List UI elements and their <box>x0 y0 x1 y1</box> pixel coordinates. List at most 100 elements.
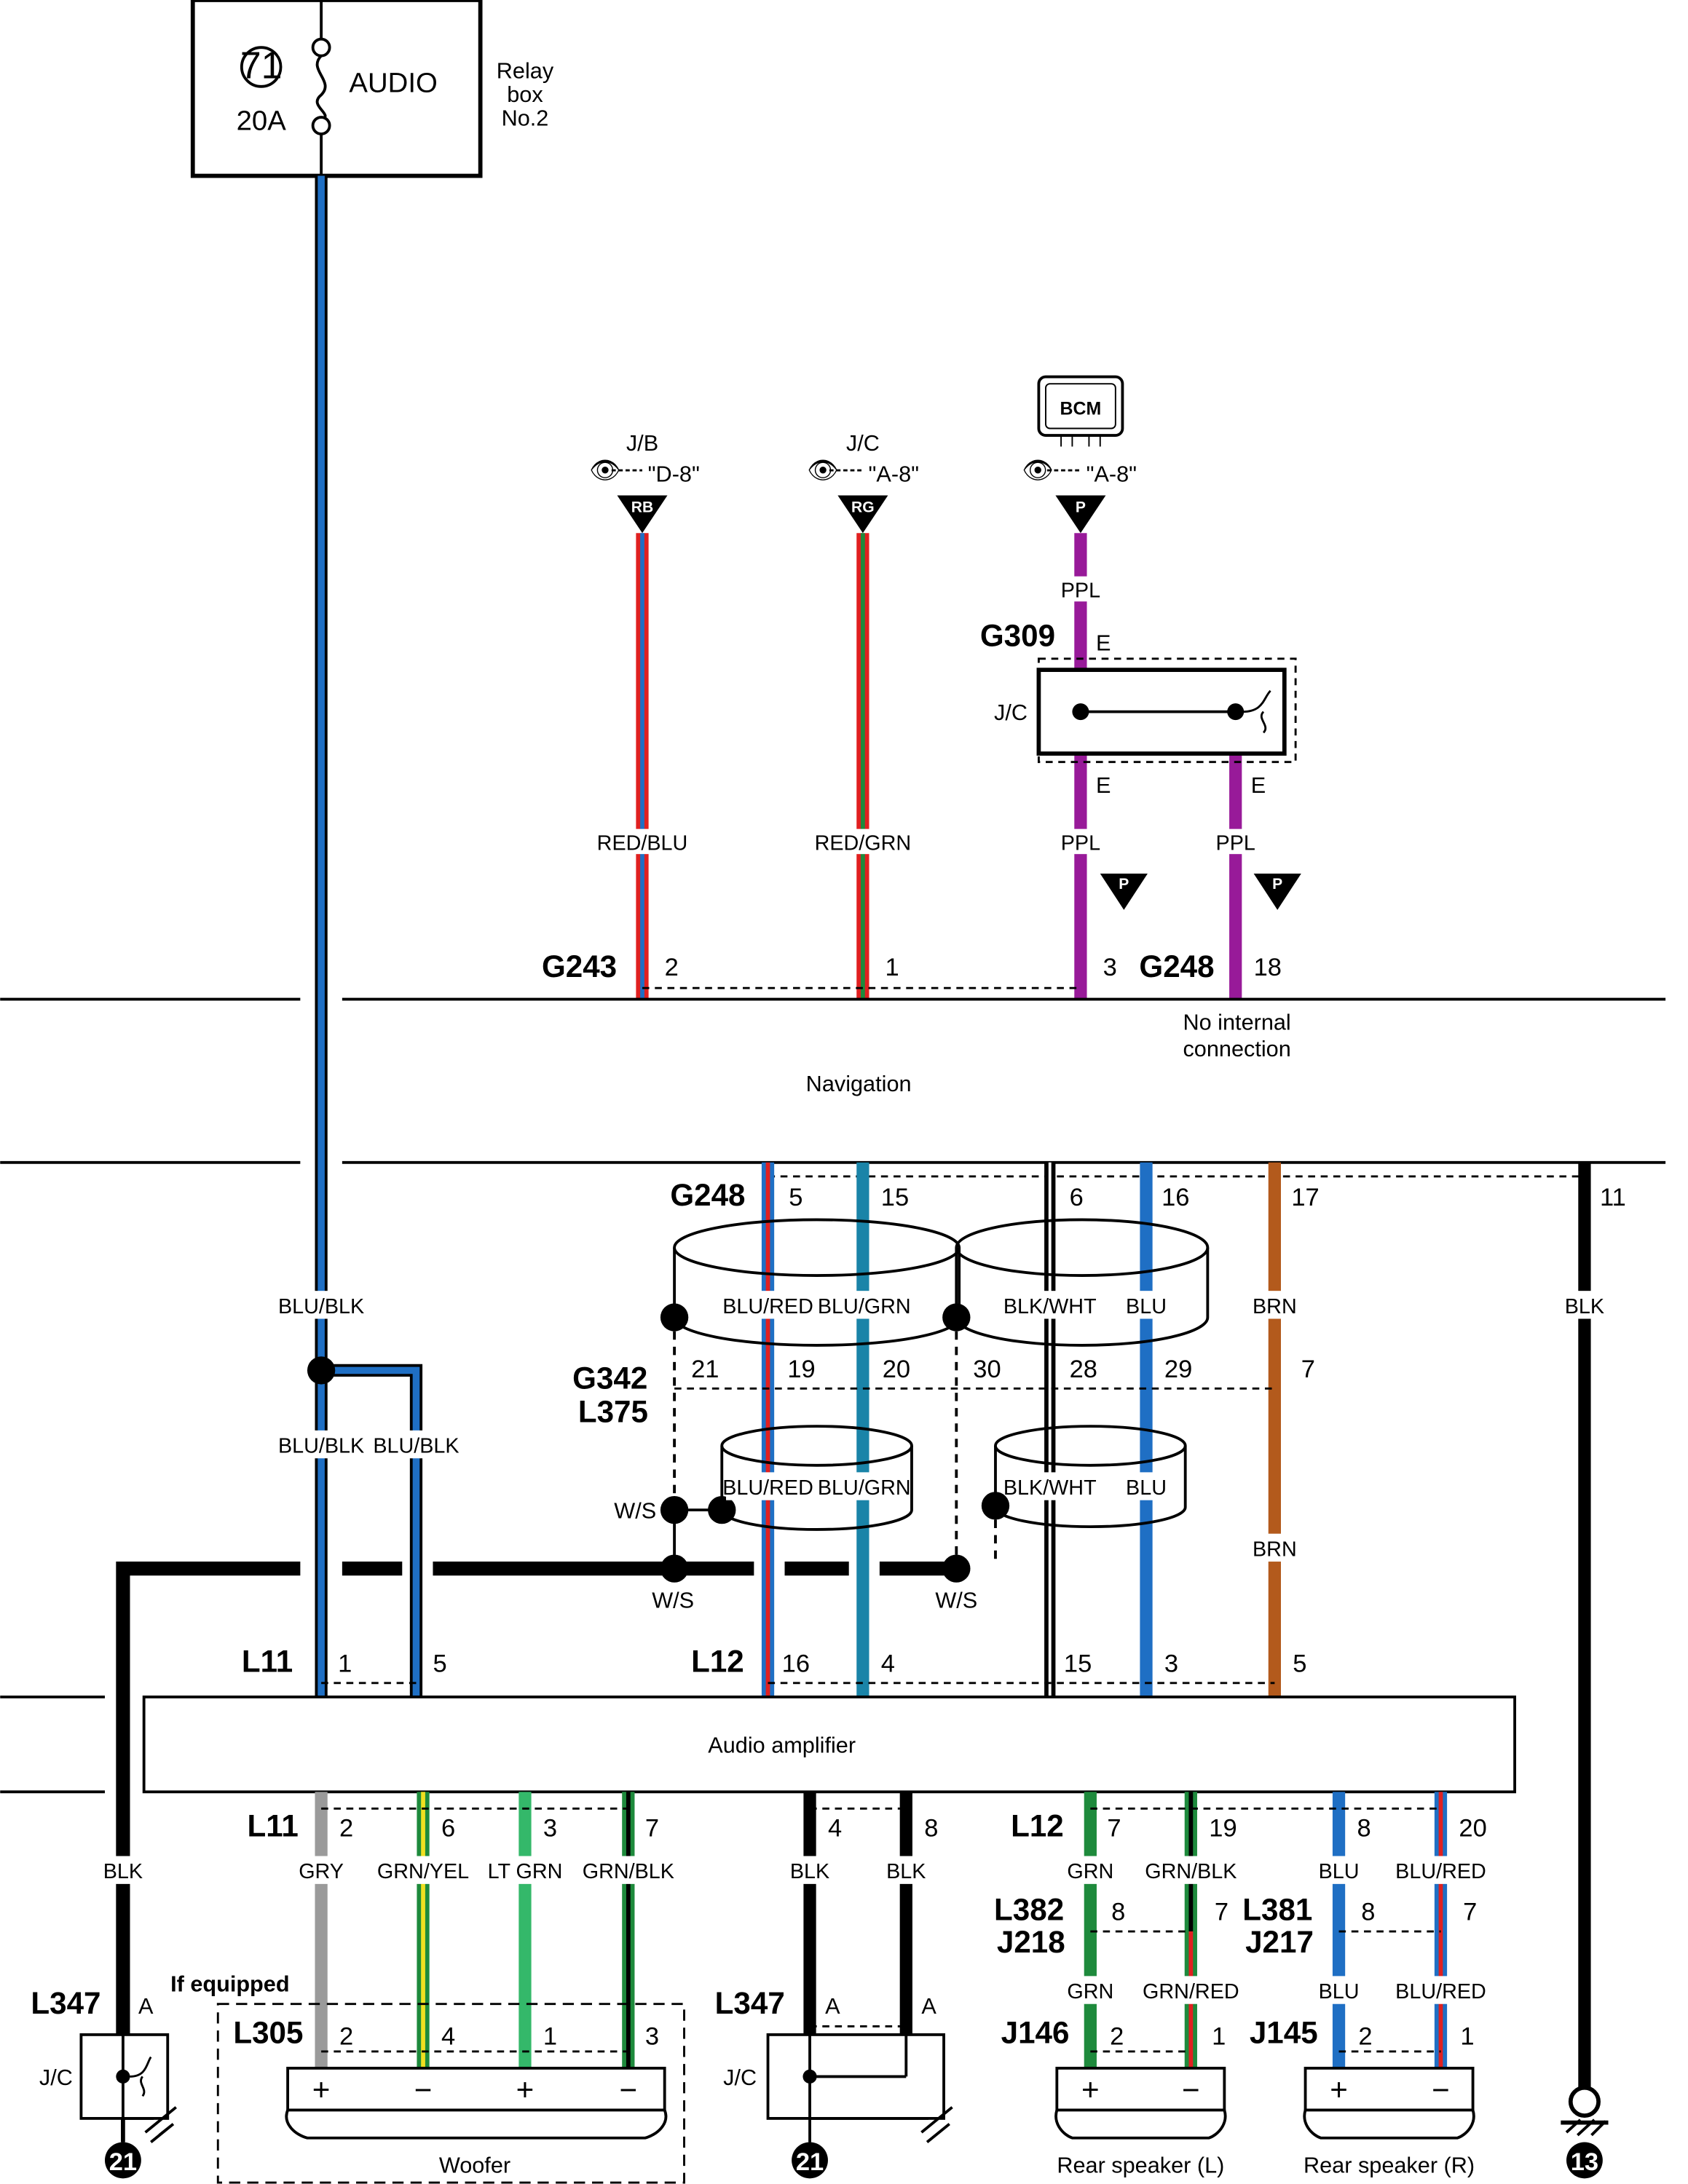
amp-top-pin-7: 5 <box>1293 1650 1306 1677</box>
nav-bot-pin-4: 16 <box>1162 1184 1189 1211</box>
ws-label-3: W/S <box>935 1588 977 1613</box>
l347-left-label: L347 <box>31 1986 100 2020</box>
ws-dot <box>660 1495 689 1524</box>
l381-label: L381 <box>1242 1893 1312 1927</box>
wire-label-blu-1: BLU <box>1126 1295 1167 1318</box>
woofer-sign-4: − <box>620 2073 638 2107</box>
rear-l-pin-1: 2 <box>1110 2022 1124 2050</box>
jc-g309-pin-bl: E <box>1096 773 1111 798</box>
relay-box-label-1: Relay <box>497 58 554 83</box>
fuse-number-circle <box>240 46 283 88</box>
amp-bot-l12: L12 <box>1011 1809 1064 1843</box>
wire-label-blu-blk-3: BLU/BLK <box>373 1435 459 1458</box>
amp-top-pin-5: 15 <box>1064 1650 1092 1677</box>
l382-pin-1: 8 <box>1111 1899 1125 1926</box>
wire-label-blu-red-rear-1: BLU/RED <box>1395 1860 1486 1883</box>
j218-label: J218 <box>997 1925 1065 1959</box>
wire-label-grn-red: GRN/RED <box>1143 1980 1239 2003</box>
wire-label-ppl-2: PPL <box>1061 831 1100 855</box>
wire-label-blk-amp-8: BLK <box>886 1860 926 1883</box>
woofer-sign-1: + <box>312 2073 331 2107</box>
wire-label-blu-red-2: BLU/RED <box>722 1476 813 1500</box>
rear-speaker-left <box>1054 2066 1227 2140</box>
l347-mid-pin-2: A <box>921 1994 936 2019</box>
wire-label-blk-left: BLK <box>103 1860 143 1883</box>
ref-rg: J/C 👁 "A-8" RG <box>807 431 919 534</box>
nav-bot-pin-5: 17 <box>1291 1184 1319 1211</box>
ref-rg-unit: J/C <box>846 431 880 456</box>
wire-label-blk-wht-2: BLK/WHT <box>1003 1476 1097 1500</box>
nav-bot-pin-6: 11 <box>1600 1184 1626 1211</box>
woofer-speaker <box>285 2066 668 2140</box>
wire-label-grn-yel: GRN/YEL <box>377 1860 469 1883</box>
rear-l-sign-plus: + <box>1081 2073 1100 2107</box>
jc-g309-pin-top: E <box>1096 630 1111 655</box>
ref-p-code: P <box>1076 499 1086 516</box>
amp-bot-pin-2: 6 <box>441 1815 455 1843</box>
nav-bot-pin-1: 5 <box>789 1184 802 1211</box>
l347-left-pin: A <box>138 1994 154 2019</box>
wire-label-grn-blk-rear: GRN/BLK <box>1145 1860 1237 1883</box>
rear-r-conn: J145 <box>1250 2015 1318 2049</box>
wire-label-blu-red-rear-2: BLU/RED <box>1395 1980 1486 2003</box>
amplifier-label: Audio amplifier <box>708 1733 856 1758</box>
ref-p-unit: BCM <box>1060 398 1102 419</box>
svg-text:P: P <box>1272 876 1282 893</box>
jc-g309-connector: G309 <box>980 619 1055 653</box>
wire-label-blu-2: BLU <box>1126 1476 1167 1500</box>
woofer-conn-label: L305 <box>233 2015 303 2049</box>
woofer-label: Woofer <box>439 2153 510 2178</box>
wire-label-ppl-3: PPL <box>1216 831 1255 855</box>
g342-pin-2: 19 <box>787 1356 815 1383</box>
amp-bot-pin-10: 20 <box>1459 1815 1486 1843</box>
ref-p-arrow-2 <box>1253 874 1301 910</box>
eye-icon: 👁 <box>807 457 839 485</box>
fuse-rating: 20A <box>237 105 287 136</box>
ground-21-mid: 21 <box>796 2148 824 2176</box>
rear-speaker-right-label: Rear speaker (R) <box>1304 2153 1475 2178</box>
shield-upper-left <box>673 1218 961 1347</box>
nav-bot-pin-2: 15 <box>881 1184 909 1211</box>
jc-g309-pin-br: E <box>1251 773 1266 798</box>
ref-rg-target: "A-8" <box>869 462 919 486</box>
nav-note-2: connection <box>1183 1037 1290 1061</box>
bottom-wire-labels: BLK GRY GRN/YEL LT GRN GRN/BLK BLK BLK G… <box>100 1856 1486 2004</box>
fuse-symbol <box>311 0 331 176</box>
ws-dot <box>942 1554 971 1583</box>
ws-label-2: W/S <box>652 1588 694 1613</box>
ws-dot <box>660 1554 689 1583</box>
wire-label-blu-red-1: BLU/RED <box>722 1295 813 1318</box>
jc-g309 <box>1036 657 1297 764</box>
ref-rg-code: RG <box>851 499 875 516</box>
ref-rb-code: RB <box>631 499 653 516</box>
amp-top-pin-6: 3 <box>1164 1650 1178 1677</box>
amp-bot-pin-3: 3 <box>543 1815 557 1843</box>
fuse-name: AUDIO <box>349 68 437 99</box>
amp-bot-l11: L11 <box>248 1809 299 1843</box>
if-equipped-box <box>216 2003 685 2184</box>
nav-connector-g248-top: G248 <box>1139 949 1214 984</box>
wire-label-red-blu: RED/BLU <box>597 831 688 855</box>
wire-label-lt-grn: LT GRN <box>488 1860 563 1883</box>
ref-bcm: BCM 👁 "A-8" P <box>1022 375 1137 534</box>
ground-21-left: 21 <box>109 2148 137 2176</box>
g342-pin-5: 28 <box>1070 1356 1097 1383</box>
woofer-sign-3: + <box>516 2073 535 2107</box>
jc-l347-mid <box>766 2033 953 2143</box>
amp-bot-pin-1: 2 <box>339 1815 353 1843</box>
nav-top-pin-1: 2 <box>665 954 679 981</box>
wire-label-blk-amp-4: BLK <box>790 1860 829 1883</box>
relay-box <box>190 0 483 178</box>
amp-top-pin-4: 4 <box>881 1650 895 1677</box>
g342-label: G342 <box>572 1361 647 1395</box>
ref-p-arrow-1 <box>1100 874 1148 910</box>
woofer-pin-1: 2 <box>339 2022 353 2050</box>
l381-pin-2: 7 <box>1463 1899 1477 1926</box>
shield-upper-right <box>955 1218 1210 1347</box>
ref-rb: J/B 👁 "D-8" RB <box>589 431 700 534</box>
amp-bot-pin-4: 7 <box>645 1815 659 1843</box>
wire-blu-blk-branch <box>307 1356 423 1697</box>
wire-label-gry: GRY <box>299 1860 344 1883</box>
rear-speaker-right <box>1303 2066 1475 2140</box>
wire-label-blk-nav: BLK <box>1565 1295 1604 1318</box>
